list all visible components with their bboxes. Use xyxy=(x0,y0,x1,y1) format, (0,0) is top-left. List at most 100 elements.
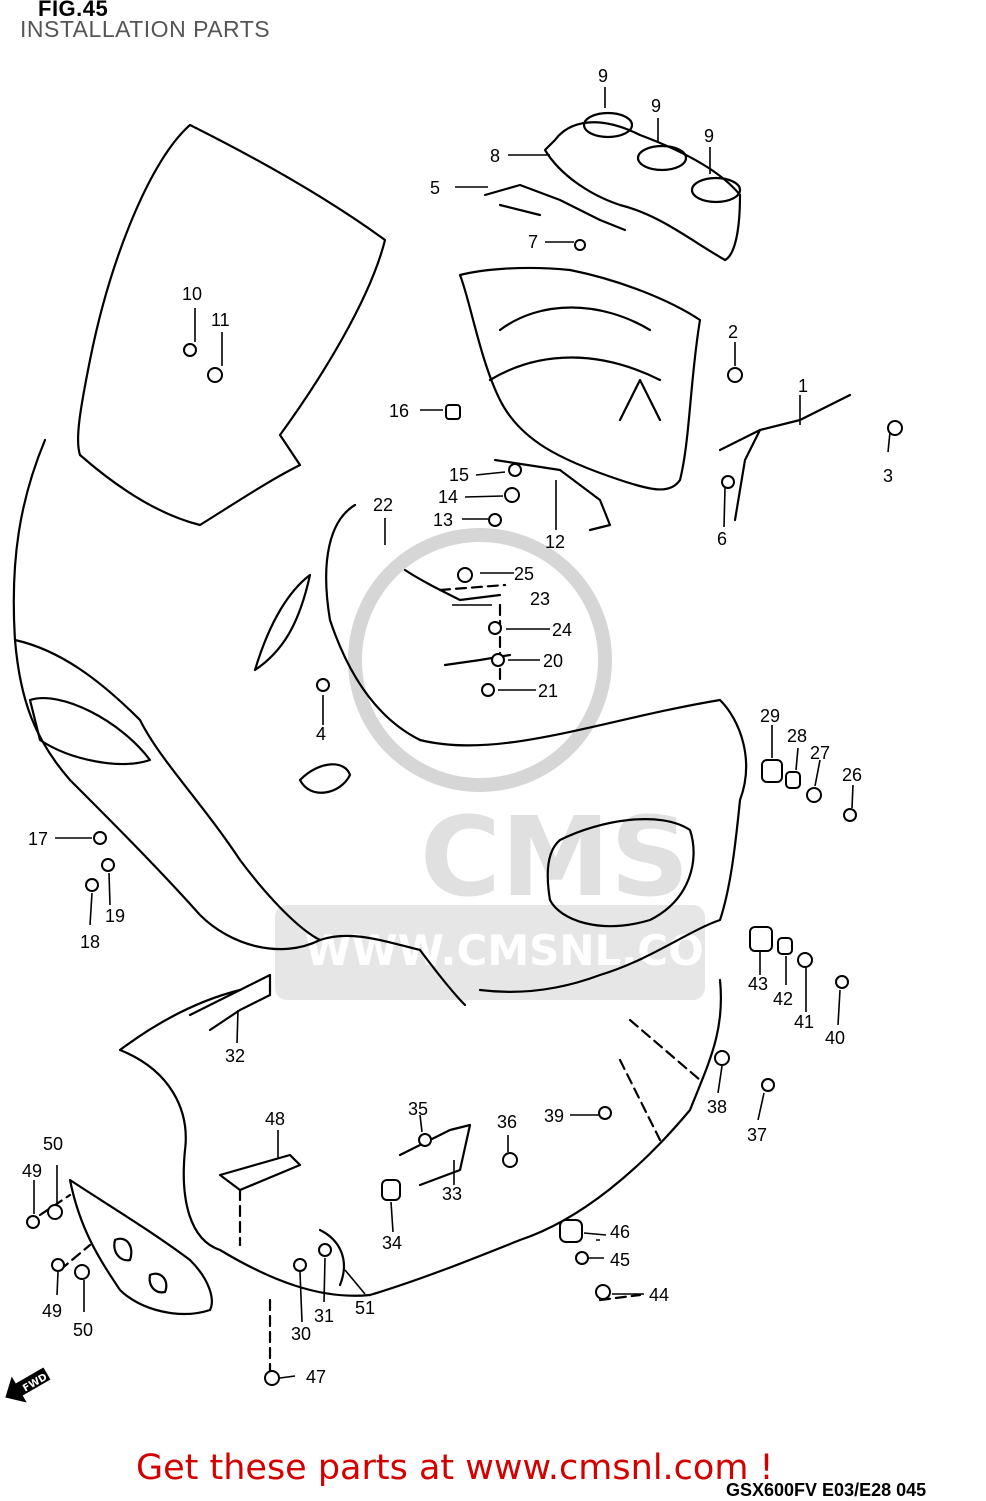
part-number-label: 51 xyxy=(355,1298,375,1318)
part-number-label: 9 xyxy=(598,66,608,86)
bolt-40 xyxy=(835,975,849,989)
bolt-30 xyxy=(293,1258,307,1272)
part-number-label: 38 xyxy=(707,1097,727,1117)
part-number-labels: 1 2 3 4 5 6 7 8 9 9 9 10 11 12 13 14 15 … xyxy=(22,66,893,1387)
washer-11 xyxy=(207,367,223,383)
instrument-panel xyxy=(543,121,742,262)
bolt-6 xyxy=(721,475,735,489)
lower-cowling xyxy=(118,978,723,1297)
bolt-26 xyxy=(843,808,857,822)
part-number-label: 12 xyxy=(545,532,565,552)
part-number-label: 50 xyxy=(43,1134,63,1154)
bracket-5 xyxy=(483,183,627,232)
part-number-label: 17 xyxy=(28,829,48,849)
part-number-label: 18 xyxy=(80,932,100,952)
bolt-20 xyxy=(491,653,505,667)
washer-41 xyxy=(797,952,813,968)
part-number-label: 43 xyxy=(748,974,768,994)
gauge-ring xyxy=(690,176,742,204)
bolt-4 xyxy=(316,678,330,692)
nut-25 xyxy=(457,567,473,583)
bolt-47 xyxy=(264,1370,280,1386)
part-number-label: 37 xyxy=(747,1125,767,1145)
part-number-label: 2 xyxy=(728,322,738,342)
cushion-46 xyxy=(559,1219,583,1243)
washer-31 xyxy=(318,1243,332,1257)
part-number-label: 36 xyxy=(497,1112,517,1132)
part-number-label: 32 xyxy=(225,1046,245,1066)
part-number-label: 6 xyxy=(717,529,727,549)
washer-19 xyxy=(101,858,115,872)
headlight-opening xyxy=(28,697,152,766)
fairing-stay-frame xyxy=(458,266,702,491)
part-number-label: 34 xyxy=(382,1233,402,1253)
part-number-label: 30 xyxy=(291,1324,311,1344)
bolt-24 xyxy=(488,621,502,635)
footer-cta-link[interactable]: Get these parts at www.cmsnl.com ! xyxy=(136,1448,774,1488)
diagram-code: GSX600FV E03/E28 045 xyxy=(726,1480,927,1500)
watermark-url: WWW.CMSNL.COM xyxy=(305,926,746,975)
part-number-label: 28 xyxy=(787,726,807,746)
fairing-stay-brace xyxy=(488,306,662,422)
bolt-49 xyxy=(51,1258,65,1272)
cushion-29 xyxy=(761,759,783,783)
part-number-label: 9 xyxy=(704,126,714,146)
bolt-36 xyxy=(502,1152,518,1168)
bolt-10 xyxy=(183,343,197,357)
part-number-label: 23 xyxy=(530,589,550,609)
bracket-23 xyxy=(403,568,502,602)
part-number-label: 48 xyxy=(265,1109,285,1129)
bracket-33 xyxy=(398,1123,472,1187)
part-number-label: 50 xyxy=(73,1320,93,1340)
part-number-label: 7 xyxy=(528,232,538,252)
part-number-label: 41 xyxy=(794,1012,814,1032)
part-number-label: 24 xyxy=(552,620,572,640)
part-number-label: 33 xyxy=(442,1184,462,1204)
part-number-label: 29 xyxy=(760,706,780,726)
bracket-51 xyxy=(318,1228,345,1287)
bolt-45 xyxy=(575,1251,589,1265)
bolt-17 xyxy=(93,831,107,845)
fwd-arrow-icon: FWD xyxy=(5,1367,51,1403)
part-number-label: 4 xyxy=(316,724,326,744)
part-number-label: 11 xyxy=(211,310,230,330)
bolt-44 xyxy=(595,1284,611,1300)
part-number-label: 39 xyxy=(544,1106,564,1126)
mirror-window xyxy=(546,818,695,928)
part-number-label: 45 xyxy=(610,1250,630,1270)
belly-pan-vent xyxy=(148,1272,168,1294)
cushion-16 xyxy=(445,404,461,420)
part-number-label: 3 xyxy=(883,466,893,486)
cushion-34 xyxy=(381,1179,401,1201)
part-number-label: 13 xyxy=(433,510,453,530)
side-oval-vent xyxy=(298,763,352,794)
washer-50 xyxy=(74,1264,90,1280)
part-number-label: 27 xyxy=(810,743,830,763)
bracket-48 xyxy=(218,1153,302,1192)
collar-42 xyxy=(777,937,793,955)
vent-slot xyxy=(253,573,312,672)
washer-21 xyxy=(481,683,495,697)
callout-leaders xyxy=(33,87,891,1379)
part-number-label: 9 xyxy=(651,96,661,116)
part-number-label: 35 xyxy=(408,1099,428,1119)
figure-label: FIG.45 xyxy=(38,0,109,21)
part-number-label: 46 xyxy=(610,1222,630,1242)
fairing-line-art xyxy=(12,111,852,1382)
part-number-label: 1 xyxy=(798,376,808,396)
belly-pan xyxy=(68,1178,213,1316)
washer-50 xyxy=(47,1204,63,1220)
part-number-label: 14 xyxy=(438,487,458,507)
collar-28 xyxy=(785,771,801,789)
bolt-2 xyxy=(727,367,743,383)
part-number-label: 25 xyxy=(514,564,534,584)
part-number-label: 49 xyxy=(22,1161,42,1181)
part-number-label: 19 xyxy=(105,906,125,926)
nut-39 xyxy=(598,1106,612,1120)
fairing-right-panel xyxy=(325,503,748,993)
fastener-glyphs xyxy=(26,239,903,1386)
gauge-ring xyxy=(582,111,634,139)
bolt-7 xyxy=(574,239,586,251)
windscreen xyxy=(76,123,387,527)
